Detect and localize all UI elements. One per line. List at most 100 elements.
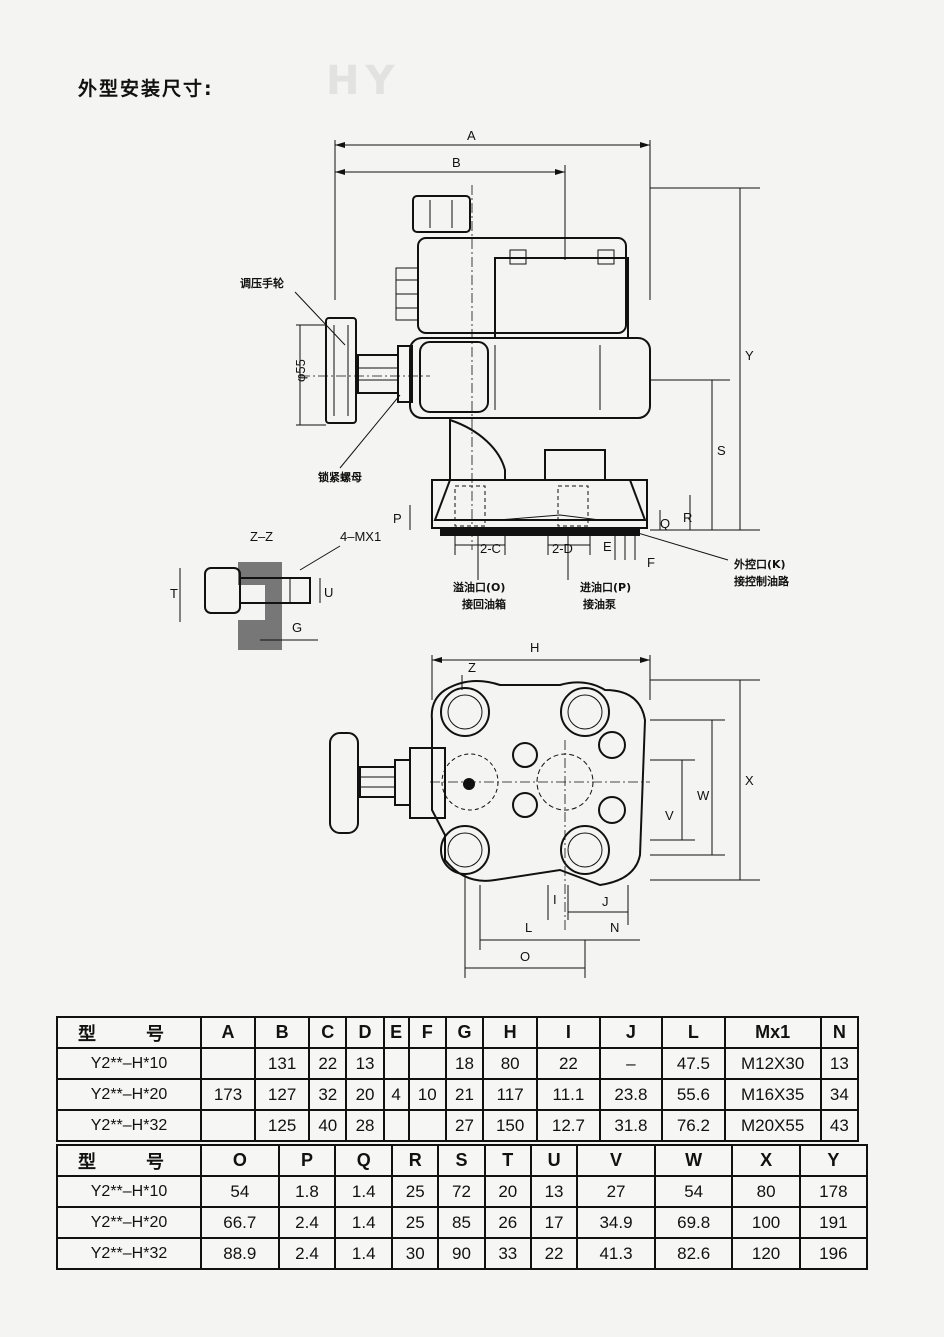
locknut-label: 锁紧螺母	[318, 470, 362, 484]
table-cell: 80	[482, 1047, 539, 1080]
table-cell: 66.7	[200, 1206, 280, 1239]
header-cell: C	[308, 1016, 348, 1049]
header-cell: Y	[798, 1144, 869, 1177]
dim-label-s: S	[717, 443, 726, 458]
header-cell: G	[444, 1016, 485, 1049]
table-cell	[382, 1047, 410, 1080]
dim-label-p: P	[393, 511, 402, 526]
dimension-table-2: 型 号 O P Q R S T U V W X Y Y2**–H*10 54 1…	[56, 1144, 869, 1270]
table-cell: 26	[483, 1206, 532, 1239]
table-cell: Y2**–H*10	[56, 1175, 202, 1208]
section-zz-view: Z–Z 4–MX1 T U G	[170, 529, 381, 650]
dim-label-y: Y	[745, 348, 754, 363]
header-cell: R	[391, 1144, 440, 1177]
table-cell: 40	[308, 1109, 348, 1142]
table-cell: 30	[391, 1237, 440, 1270]
table-row: Y2**–H*20 66.7 2.4 1.4 25 85 26 17 34.9 …	[56, 1206, 869, 1239]
table-cell: 54	[200, 1175, 280, 1208]
table-cell	[199, 1047, 257, 1080]
header-cell: 型 号	[56, 1144, 202, 1177]
table-cell: M12X30	[723, 1047, 822, 1080]
dim-label-q: Q	[660, 516, 670, 531]
table-cell: 1.8	[277, 1175, 337, 1208]
table-cell: 127	[254, 1078, 311, 1111]
table-cell: 47.5	[661, 1047, 726, 1080]
table-cell: M20X55	[723, 1109, 822, 1142]
table-cell: 33	[483, 1237, 532, 1270]
table-cell: 27	[444, 1109, 485, 1142]
dim-label-o: O	[520, 949, 530, 964]
table-cell: 22	[308, 1047, 348, 1080]
overflow-port-note: 接回油箱	[462, 597, 506, 611]
table-cell: 55.6	[661, 1078, 726, 1111]
dim-label-e: E	[603, 539, 612, 554]
page-title: 外型安装尺寸:	[78, 78, 214, 100]
table-cell: 23.8	[598, 1078, 664, 1111]
header-cell: S	[437, 1144, 486, 1177]
dim-label-r: R	[683, 510, 692, 525]
table-cell: 11.1	[536, 1078, 601, 1111]
header-cell: D	[345, 1016, 385, 1049]
table-cell: 1.4	[334, 1206, 394, 1239]
table-cell: 85	[437, 1206, 486, 1239]
table-cell: 54	[653, 1175, 734, 1208]
table-cell: 13	[345, 1047, 385, 1080]
table-cell: 2.4	[277, 1206, 337, 1239]
header-cell: P	[277, 1144, 337, 1177]
table-cell	[382, 1109, 410, 1142]
table-cell: 69.8	[653, 1206, 734, 1239]
table-cell: 2.4	[277, 1237, 337, 1270]
table-cell: 22	[529, 1237, 579, 1270]
dim-label-n: N	[610, 920, 619, 935]
dim-label-a: A	[467, 128, 476, 143]
table-cell: 12.7	[536, 1109, 601, 1142]
dim-label-z-top: Z	[468, 660, 476, 675]
table-cell: 117	[482, 1078, 539, 1111]
table-cell: 88.9	[200, 1237, 280, 1270]
table-cell: 32	[308, 1078, 348, 1111]
dim-label-x: X	[745, 773, 754, 788]
header-cell: E	[382, 1016, 410, 1049]
table-row: Y2**–H*32 125 40 28 27 150 12.7 31.8 76.…	[56, 1109, 860, 1142]
table-row: Y2**–H*10 54 1.8 1.4 25 72 20 13 27 54 8…	[56, 1175, 869, 1208]
header-cell: B	[254, 1016, 311, 1049]
dim-label-g: G	[292, 620, 302, 635]
table-cell: 76.2	[661, 1109, 726, 1142]
dim-label-v: V	[665, 808, 674, 823]
table-cell: 20	[345, 1078, 385, 1111]
table-cell	[199, 1109, 257, 1142]
table-header-row: 型 号 O P Q R S T U V W X Y	[56, 1144, 869, 1177]
dim-label-j: J	[602, 894, 609, 909]
header-cell: 型 号	[56, 1016, 202, 1049]
table-cell: 120	[731, 1237, 801, 1270]
table-cell: 22	[536, 1047, 601, 1080]
header-cell: N	[819, 1016, 860, 1049]
table-cell: 20	[483, 1175, 532, 1208]
front-view: A B	[240, 128, 790, 611]
header-cell: J	[598, 1016, 664, 1049]
table-cell	[407, 1109, 447, 1142]
faded-background-title: HY	[326, 58, 401, 104]
handwheel-label: 调压手轮	[240, 276, 284, 290]
table-cell: 34	[819, 1078, 860, 1111]
inlet-port-note: 接油泵	[583, 597, 616, 611]
bolt-spec-label: 4–MX1	[340, 529, 381, 544]
header-cell: F	[407, 1016, 447, 1049]
header-cell: H	[482, 1016, 539, 1049]
dim-label-f: F	[647, 555, 655, 570]
table-cell	[407, 1047, 447, 1080]
dim-label-phi55: φ55	[293, 359, 308, 382]
table-cell: 100	[731, 1206, 801, 1239]
header-cell: T	[483, 1144, 532, 1177]
overflow-port-label: 溢油口(O)	[453, 580, 505, 594]
table-cell: 191	[798, 1206, 869, 1239]
header-cell: L	[661, 1016, 726, 1049]
table-cell: 80	[731, 1175, 801, 1208]
table-cell: 13	[529, 1175, 579, 1208]
table-cell: –	[598, 1047, 664, 1080]
table-cell: 27	[576, 1175, 656, 1208]
table-cell: 1.4	[334, 1237, 394, 1270]
table-cell: 90	[437, 1237, 486, 1270]
table-cell: 131	[254, 1047, 311, 1080]
header-cell: W	[653, 1144, 734, 1177]
